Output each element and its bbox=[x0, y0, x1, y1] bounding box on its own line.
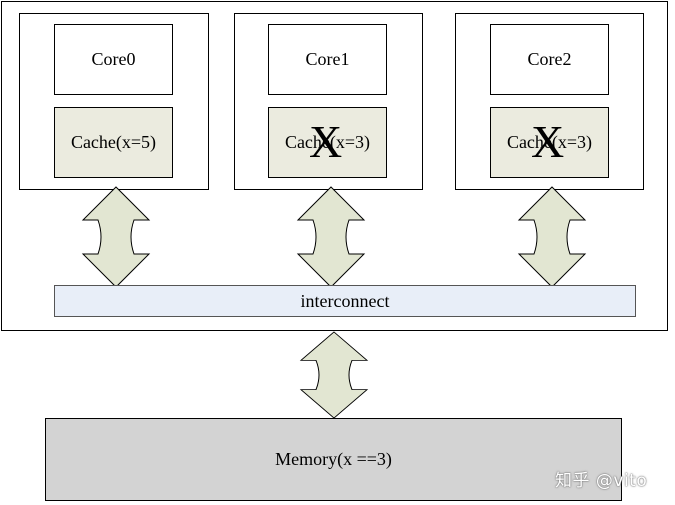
cache-1-label: Cache(x=3) bbox=[284, 132, 371, 152]
bus-arrow-1 bbox=[296, 186, 366, 288]
cache-2-box: Cache(x=3) bbox=[490, 107, 609, 178]
cache-0-box: Cache(x=5) bbox=[54, 107, 173, 178]
cache-1-box: Cache(x=3) bbox=[268, 107, 387, 178]
core-2-label: Core2 bbox=[527, 49, 572, 69]
interconnect-label: interconnect bbox=[300, 290, 390, 311]
cache-2-label: Cache(x=3) bbox=[506, 132, 593, 152]
core-1-box: Core1 bbox=[268, 24, 387, 95]
core-0-box: Core0 bbox=[54, 24, 173, 95]
bus-arrow-2 bbox=[517, 186, 587, 288]
core-2-box: Core2 bbox=[490, 24, 609, 95]
cache-0-label: Cache(x=5) bbox=[70, 132, 157, 152]
interconnect-bar: interconnect bbox=[54, 285, 636, 317]
core-1-label: Core1 bbox=[305, 49, 350, 69]
bus-arrow-0 bbox=[81, 186, 151, 288]
core-0-label: Core0 bbox=[91, 49, 136, 69]
memory-arrow bbox=[299, 331, 369, 419]
memory-label: Memory(x ==3) bbox=[275, 449, 392, 469]
watermark: 知乎 @vito bbox=[555, 471, 648, 491]
memory-box: Memory(x ==3) bbox=[45, 418, 622, 501]
